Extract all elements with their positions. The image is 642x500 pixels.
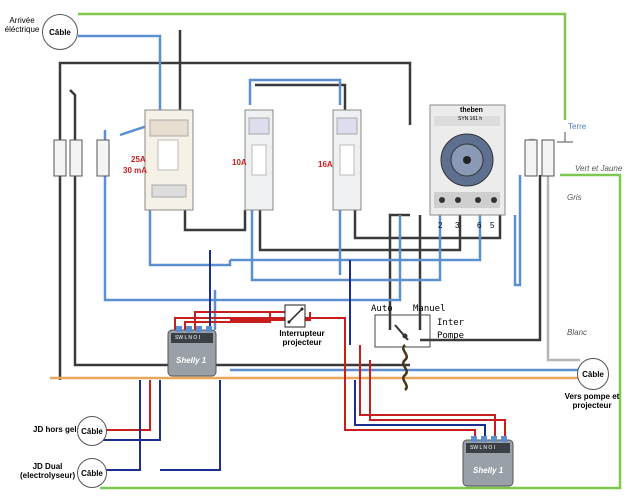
timer-term-3: 3 bbox=[455, 221, 460, 230]
shelly-left-label: Shelly 1 bbox=[176, 356, 207, 365]
arrivee-label: Arrivée éléctrique bbox=[4, 16, 40, 34]
shelly-relay-left bbox=[167, 326, 217, 377]
gris-label: Gris bbox=[567, 193, 582, 202]
timer-theben bbox=[429, 104, 506, 216]
earth-wire bbox=[78, 12, 622, 490]
breaker-10a bbox=[244, 109, 274, 211]
shelly-right-label: Shelly 1 bbox=[473, 466, 504, 475]
breaker-16-label: 16A bbox=[318, 160, 333, 169]
terre-label: Terre bbox=[568, 122, 587, 131]
jd-hors-gel-label: JD hors gel bbox=[33, 425, 77, 434]
blanc-label: Blanc bbox=[567, 328, 588, 337]
vert-jaune-label: Vert et Jaune bbox=[575, 164, 623, 173]
projector-switch-icon bbox=[284, 304, 306, 328]
breaker-10-label: 10A bbox=[232, 158, 247, 167]
shelly-relay-right bbox=[462, 436, 514, 487]
shelly-left-terms: SW L N O I bbox=[175, 335, 201, 341]
cable-vers-pompe: Câble bbox=[577, 358, 609, 390]
jd-dual-label: JD Dual (electrolyseur) bbox=[20, 462, 76, 480]
timer-term-6: 6 bbox=[477, 221, 482, 230]
cable-top: Câble bbox=[42, 14, 78, 50]
earth-icon bbox=[557, 132, 573, 143]
vers-pompe-label: Vers pompe et projecteur bbox=[564, 392, 620, 410]
breaker-16a bbox=[332, 109, 362, 211]
breaker-25-ma-label: 30 mA bbox=[123, 166, 148, 175]
cable-jd-dual: Câble bbox=[77, 458, 107, 488]
relay-wires bbox=[100, 311, 506, 440]
inter-label: Inter bbox=[437, 318, 465, 328]
manuel-label: Manuel bbox=[413, 304, 446, 314]
timer-model: SYN 161 h bbox=[458, 116, 483, 122]
cable-jd-hors-gel: Câble bbox=[77, 416, 107, 446]
coil-wire bbox=[402, 344, 408, 391]
control-wires bbox=[100, 250, 486, 471]
shelly-right-terms: SW L N O I bbox=[470, 445, 496, 451]
breaker-25-label: 25A bbox=[131, 155, 146, 164]
pompe-label: Pompe bbox=[437, 331, 465, 341]
timer-brand: theben bbox=[460, 107, 483, 114]
timer-term-5: 5 bbox=[490, 221, 495, 230]
auto-label: Auto bbox=[371, 304, 393, 314]
terminal-blocks bbox=[53, 139, 555, 177]
neutral-wires bbox=[58, 30, 542, 380]
timer-term-2: 2 bbox=[438, 221, 443, 230]
interrupteur-label: Interrupteur projecteur bbox=[279, 329, 325, 347]
breaker-25a bbox=[144, 109, 194, 211]
pump-switch-box bbox=[374, 314, 431, 348]
